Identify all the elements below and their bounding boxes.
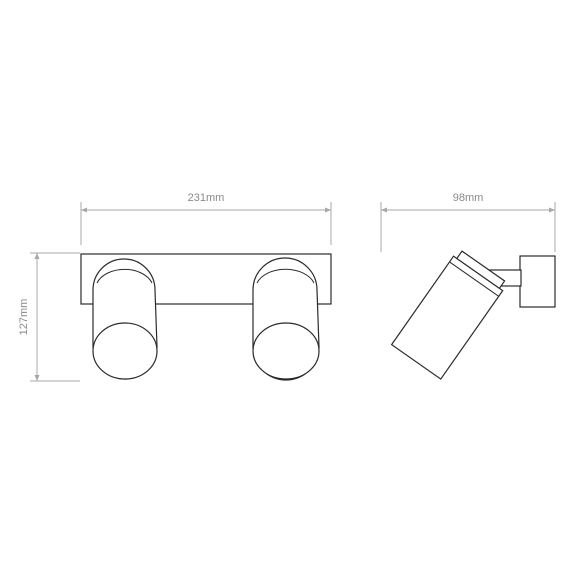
- width-arrow-left: [81, 207, 87, 213]
- right-spotlight: [252, 257, 320, 381]
- left-spotlight: [92, 258, 158, 380]
- width-dimension: 231mm: [80, 192, 332, 245]
- front-view: [80, 253, 332, 381]
- tilted-spot-head: [390, 250, 506, 380]
- side-view: [390, 250, 556, 380]
- tilted-spot-cap: [456, 250, 506, 290]
- width-arrow-right: [325, 207, 331, 213]
- left-spot-lens: [92, 322, 158, 380]
- width-label: 231mm: [188, 192, 225, 204]
- height-label: 127mm: [18, 299, 30, 336]
- height-arrow-top: [34, 253, 40, 259]
- depth-arrow-right: [549, 207, 555, 213]
- tilted-spot-band: [449, 261, 499, 297]
- height-dimension: 127mm: [18, 252, 80, 382]
- depth-dimension: 98mm: [380, 192, 556, 252]
- right-spot-top-ring: [256, 268, 315, 284]
- depth-arrow-left: [381, 207, 387, 213]
- depth-label: 98mm: [453, 192, 484, 204]
- height-arrow-bottom: [34, 375, 40, 381]
- left-spot-top-ring: [96, 268, 153, 284]
- right-spot-lens: [252, 322, 320, 380]
- wall-mount: [519, 255, 556, 308]
